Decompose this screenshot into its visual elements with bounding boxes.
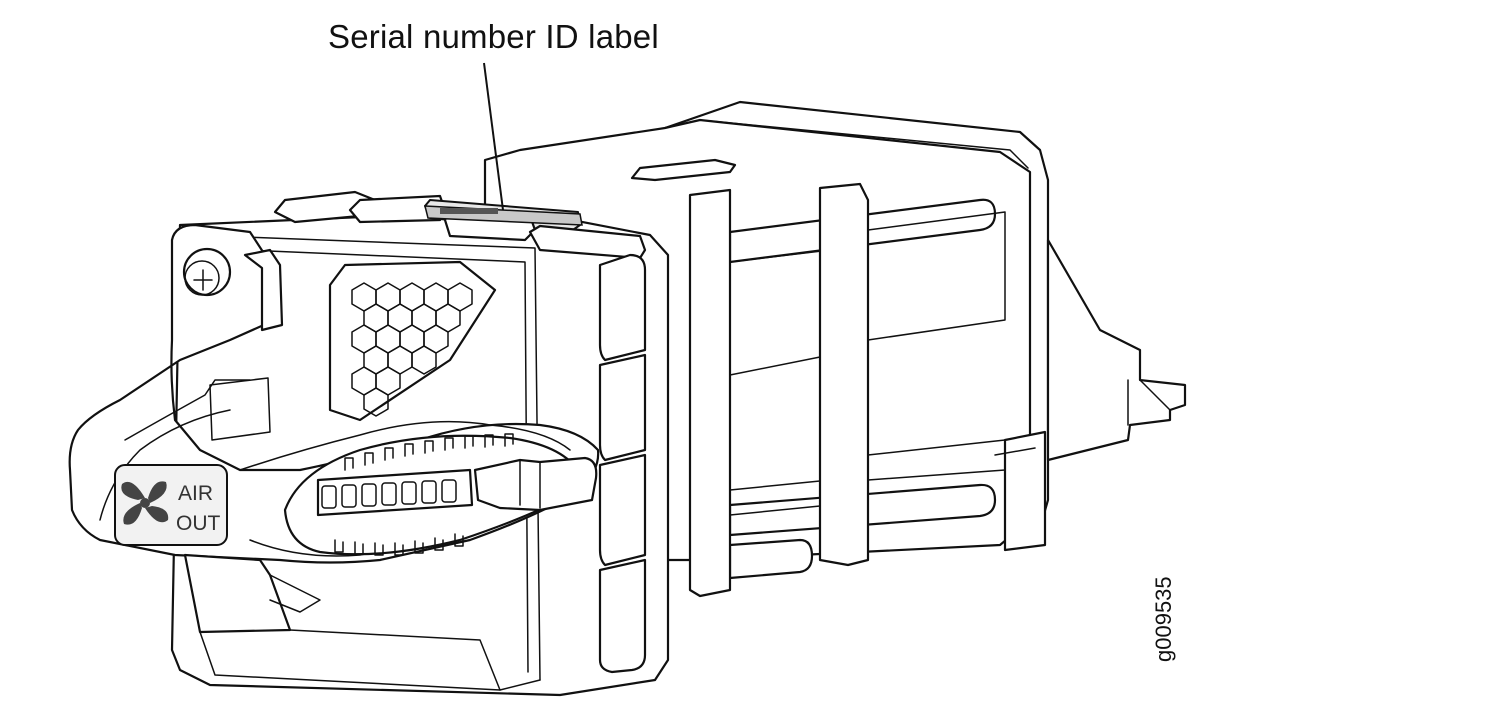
- figure-id: g009535: [1151, 576, 1176, 662]
- air-out-badge: AIR OUT: [114, 464, 228, 546]
- callout-leader-line: [483, 62, 504, 211]
- honeycomb-grille: [328, 260, 497, 422]
- serial-number-label: [424, 205, 583, 226]
- bottom-opening: [183, 553, 541, 691]
- badge-line-2: OUT: [176, 512, 221, 535]
- callout-label: Serial number ID label: [328, 18, 659, 55]
- fan-icon: [121, 481, 169, 525]
- pull-grip: [283, 433, 598, 556]
- badge-line-1: AIR: [178, 482, 213, 505]
